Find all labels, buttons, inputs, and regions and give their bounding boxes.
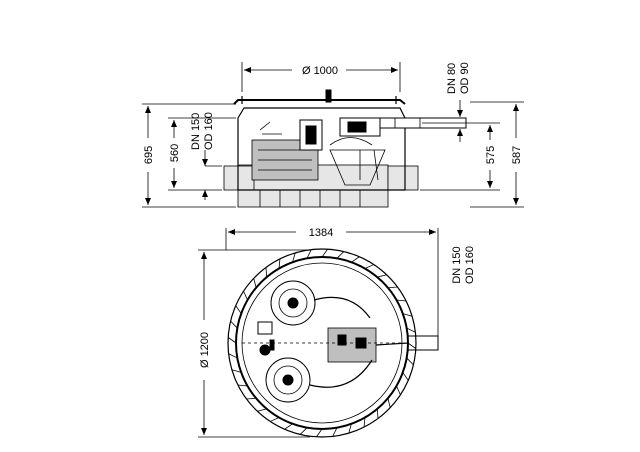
ring-tooth — [336, 251, 345, 259]
ring-tooth — [253, 278, 257, 288]
dim-width-plan-text: 1384 — [309, 227, 333, 239]
ring-tooth — [265, 267, 268, 278]
label-outlet-dn: DN 80 — [446, 63, 458, 94]
label-inlet-right: DN 150 OD 160 — [451, 246, 476, 284]
ring-tooth — [278, 258, 281, 269]
ring-tooth — [348, 423, 352, 434]
ring-tooth — [270, 417, 280, 422]
label-outlet: DN 80 OD 90 — [446, 62, 471, 142]
label-inlet-left: DN 150 OD 160 — [190, 112, 222, 200]
ring-tooth — [376, 408, 379, 419]
side-view — [223, 89, 467, 208]
ring-tooth — [332, 427, 338, 437]
dim-diameter-top-text: Ø 1000 — [302, 65, 338, 77]
ring-tooth — [396, 299, 407, 302]
label-inlet-right-dn: DN 150 — [451, 246, 463, 283]
dim-width-plan: 1384 — [225, 227, 439, 345]
label-inlet-left-od: OD 160 — [203, 112, 215, 150]
ring-tooth — [231, 369, 242, 373]
ring-tooth — [246, 397, 257, 400]
ring-tooth — [230, 320, 238, 329]
ring-tooth — [396, 385, 401, 395]
ring-tooth — [402, 372, 409, 381]
label-inlet-right-od: OD 160 — [464, 246, 476, 284]
ring-tooth — [243, 291, 248, 301]
dim-diameter-top: Ø 1000 — [241, 62, 401, 92]
ring-tooth — [237, 384, 248, 387]
dim-height-inlet-text: 560 — [169, 144, 181, 162]
dim-height-inlet: 560 — [168, 117, 236, 191]
dim-height-total-text: 695 — [143, 146, 155, 164]
ring-tooth — [316, 428, 323, 438]
dim-height-right-text: 587 — [511, 146, 523, 164]
dim-height-total: 695 — [142, 103, 236, 208]
ring-tooth — [406, 357, 414, 366]
label-inlet-left-dn: DN 150 — [190, 113, 202, 150]
ring-tooth — [257, 408, 267, 412]
ring-tooth — [292, 252, 296, 263]
dim-height-outlet-text: 575 — [485, 146, 497, 164]
ring-tooth — [363, 417, 366, 428]
ring-tooth — [227, 337, 237, 344]
ring-tooth — [321, 248, 328, 258]
ring-tooth — [407, 342, 417, 349]
ring-tooth — [299, 427, 308, 435]
dim-height-outlet: 575 — [420, 122, 500, 191]
ring-tooth — [402, 313, 413, 317]
label-outlet-od: OD 90 — [459, 62, 471, 94]
dim-diameter-plan: Ø 1200 — [198, 249, 310, 438]
ring-tooth — [364, 264, 374, 269]
ring-tooth — [284, 423, 293, 430]
ring-tooth — [351, 256, 360, 263]
ring-tooth — [235, 305, 242, 314]
ring-tooth — [387, 286, 398, 289]
ring-tooth — [387, 398, 391, 408]
dim-height-right: 587 — [470, 101, 524, 208]
ring-tooth — [406, 327, 416, 333]
ring-tooth — [228, 353, 238, 359]
dim-diameter-plan-text: Ø 1200 — [199, 332, 211, 368]
plan-view — [227, 248, 439, 438]
ring-tooth — [377, 274, 387, 278]
ring-tooth — [306, 249, 312, 259]
